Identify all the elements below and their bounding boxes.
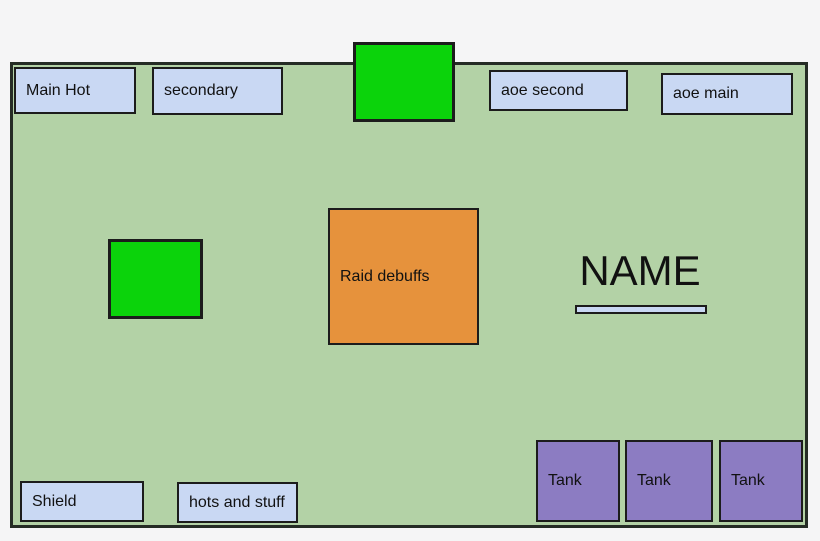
name-underline-bar <box>575 305 707 314</box>
tank-box: Tank <box>536 440 620 522</box>
box-main-hot: Main Hot <box>14 67 136 114</box>
tank-box: Tank <box>625 440 713 522</box>
box-aoe-main: aoe main <box>661 73 793 115</box>
name-text: NAME <box>579 247 701 294</box>
tank-box: Tank <box>719 440 803 522</box>
box-shield: Shield <box>20 481 144 522</box>
mid-left-green-square <box>108 239 203 319</box>
box-hots-and-stuff: hots and stuff <box>177 482 298 523</box>
box-secondary: secondary <box>152 67 283 115</box>
top-center-green-square <box>353 42 455 122</box>
box-raid-debuffs: Raid debuffs <box>328 208 479 345</box>
box-aoe-second: aoe second <box>489 70 628 111</box>
